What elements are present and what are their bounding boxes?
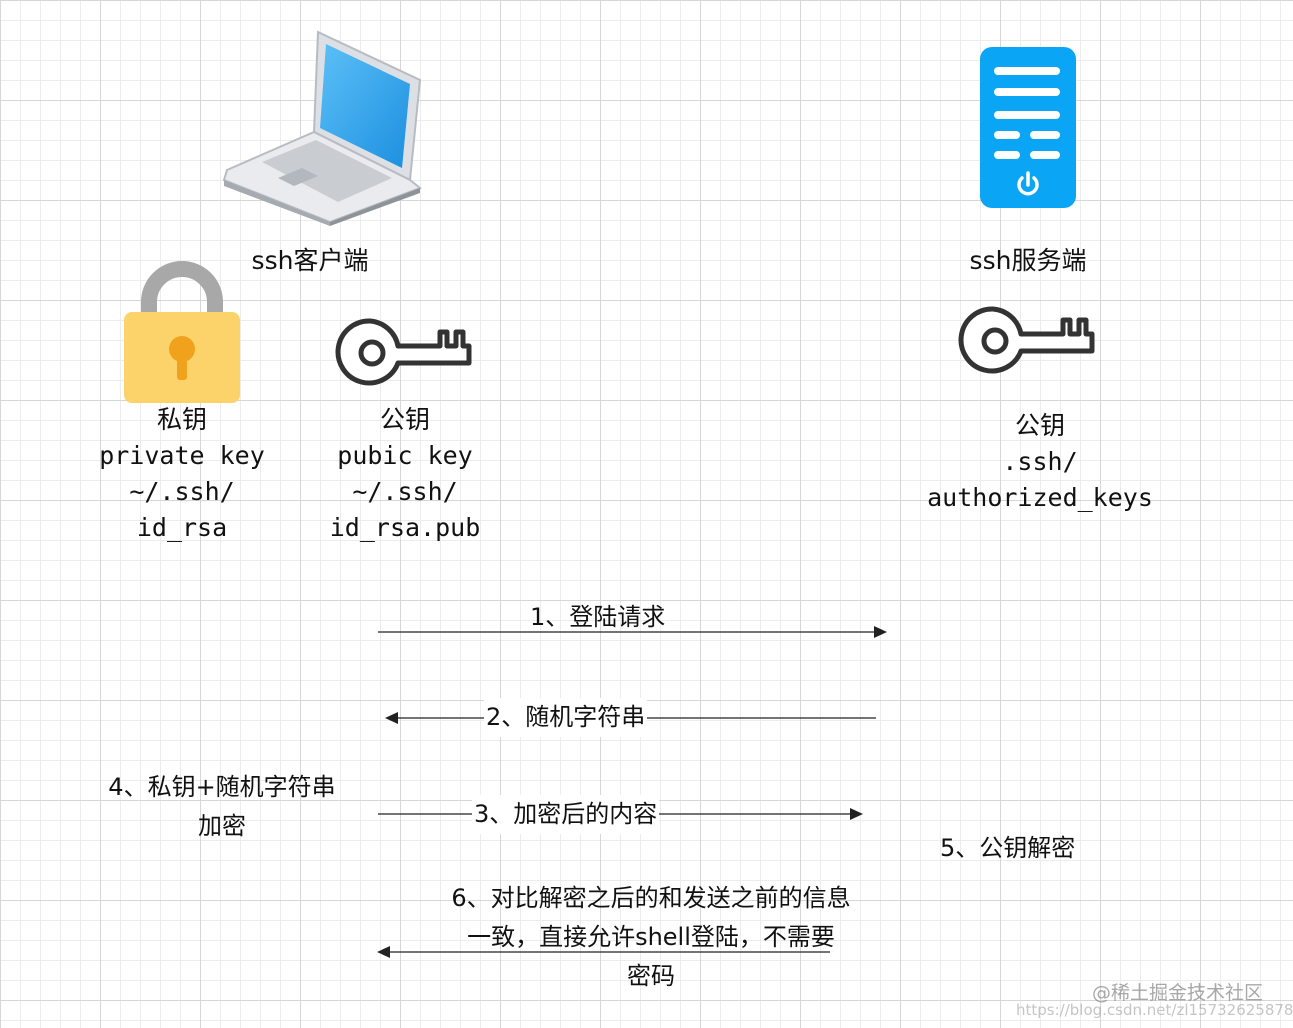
private-key-title: 私钥 [156, 405, 207, 434]
private-key-name: private key [99, 441, 265, 470]
laptop-icon [222, 30, 422, 226]
step-4-line2: 加密 [198, 812, 246, 840]
server-public-key-file: authorized_keys [927, 483, 1153, 512]
step-3-label: 3、加密后的内容 [472, 795, 660, 834]
server-icon [980, 47, 1076, 208]
lock-icon [124, 261, 240, 403]
step-6-label: 6、对比解密之后的和发送之前的信息 一致，直接允许shell登陆，不需要 密码 [420, 879, 882, 996]
client-public-key-file: id_rsa.pub [329, 513, 481, 542]
client-public-key-title: 公钥 [379, 405, 430, 434]
client-public-key-name: pubic key [337, 441, 473, 470]
step-6-line1: 6、对比解密之后的和发送之前的信息 [451, 884, 851, 912]
server-public-key-title: 公钥 [1014, 411, 1065, 440]
client-title: ssh客户端 [251, 246, 369, 275]
step-6-line2: 一致，直接允许shell登陆，不需要 [467, 923, 835, 951]
private-key-file: id_rsa [136, 513, 228, 542]
step-5-label: 5、公钥解密 [940, 834, 1076, 862]
step-6-line3: 密码 [627, 962, 675, 990]
client-public-key-dir: ~/.ssh/ [352, 477, 458, 506]
server-title: ssh服务端 [969, 246, 1087, 275]
watermark-url: https://blog.csdn.net/zl1573262587​8 [1016, 1001, 1293, 1019]
server-public-key-label: 公钥 .ssh/ authorized_keys [900, 408, 1180, 516]
private-key-dir: ~/.ssh/ [129, 477, 235, 506]
server-public-key-dir: .ssh/ [1002, 447, 1078, 476]
private-key-label: 私钥 private key ~/.ssh/ id_rsa [72, 402, 292, 546]
step-4-label: 4、私钥+随机字符串 加密 [90, 768, 354, 846]
key-icon-server [958, 306, 1095, 374]
watermark-brand: @稀土掘金技术社区 [1092, 982, 1264, 1004]
client-public-key-label: 公钥 pubic key ~/.ssh/ id_rsa.pub [295, 402, 515, 546]
step-1-label: 1、登陆请求 [530, 603, 666, 631]
key-icon-client [335, 318, 472, 386]
step-2-label: 2、随机字符串 [484, 698, 648, 737]
step-4-line1: 4、私钥+随机字符串 [108, 773, 336, 801]
